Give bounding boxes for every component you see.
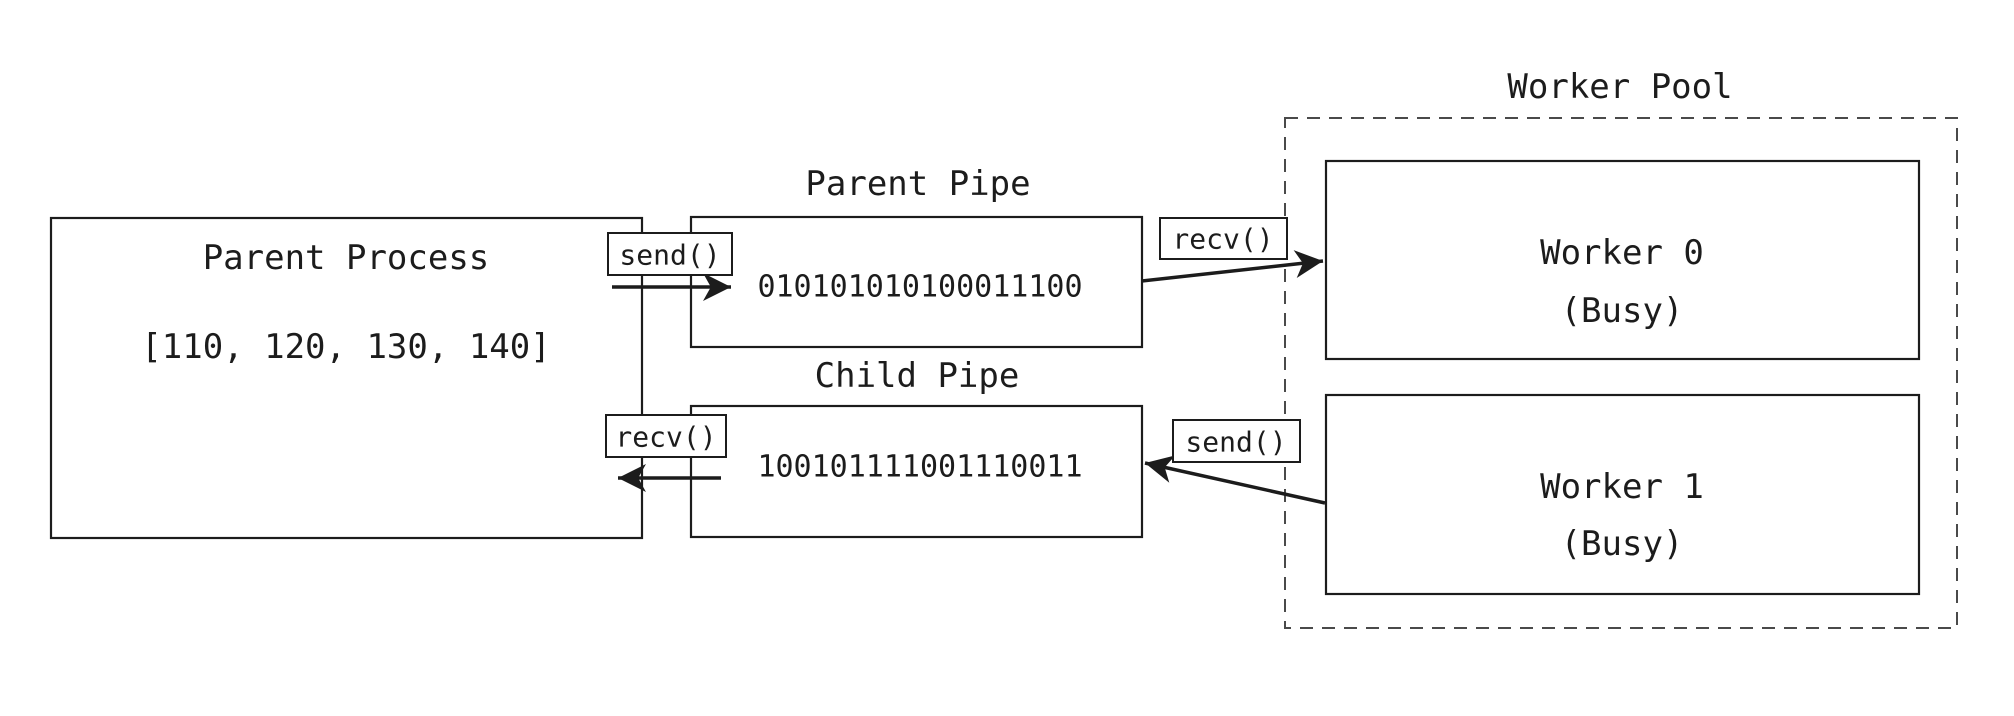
- parent-process-title: Parent Process: [203, 238, 490, 278]
- parent-pipe-box: [689, 215, 1144, 349]
- worker0-recv-label: recv(): [1172, 223, 1273, 256]
- worker-0-name: Worker 0: [1540, 233, 1704, 273]
- worker-0-box: [1324, 159, 1921, 361]
- worker-1-name: Worker 1: [1540, 467, 1704, 507]
- parent-send-label-box: [607, 232, 733, 276]
- parent-recv-label: recv(): [615, 421, 716, 454]
- worker-0-status: (Busy): [1561, 291, 1684, 331]
- recv-arrow-parent-pipe-to-worker0: [1141, 250, 1324, 283]
- parent-send-label: send(): [619, 239, 720, 272]
- worker1-send-label: send(): [1185, 426, 1286, 459]
- worker-1-status: (Busy): [1561, 524, 1684, 564]
- worker0-recv-label-box: [1159, 217, 1288, 260]
- parent-process-box: [49, 216, 644, 540]
- parent-pipe-binary: 010101010100011100: [757, 270, 1082, 305]
- worker-pool-dashed-box: [1284, 117, 1958, 629]
- worker1-send-label-box: [1172, 419, 1301, 463]
- parent-pipe-label: Parent Pipe: [805, 164, 1030, 204]
- worker-pool-label: Worker Pool: [1507, 67, 1732, 107]
- parent-process-payload: [110, 120, 130, 140]: [141, 327, 550, 367]
- send-arrow-worker1-to-child-pipe: [1144, 455, 1326, 505]
- child-pipe-label: Child Pipe: [815, 356, 1020, 396]
- child-pipe-box: [689, 404, 1144, 539]
- parent-recv-label-box: [605, 414, 727, 458]
- child-pipe-binary: 100101111001110011: [757, 450, 1082, 485]
- worker-1-box: [1324, 393, 1921, 596]
